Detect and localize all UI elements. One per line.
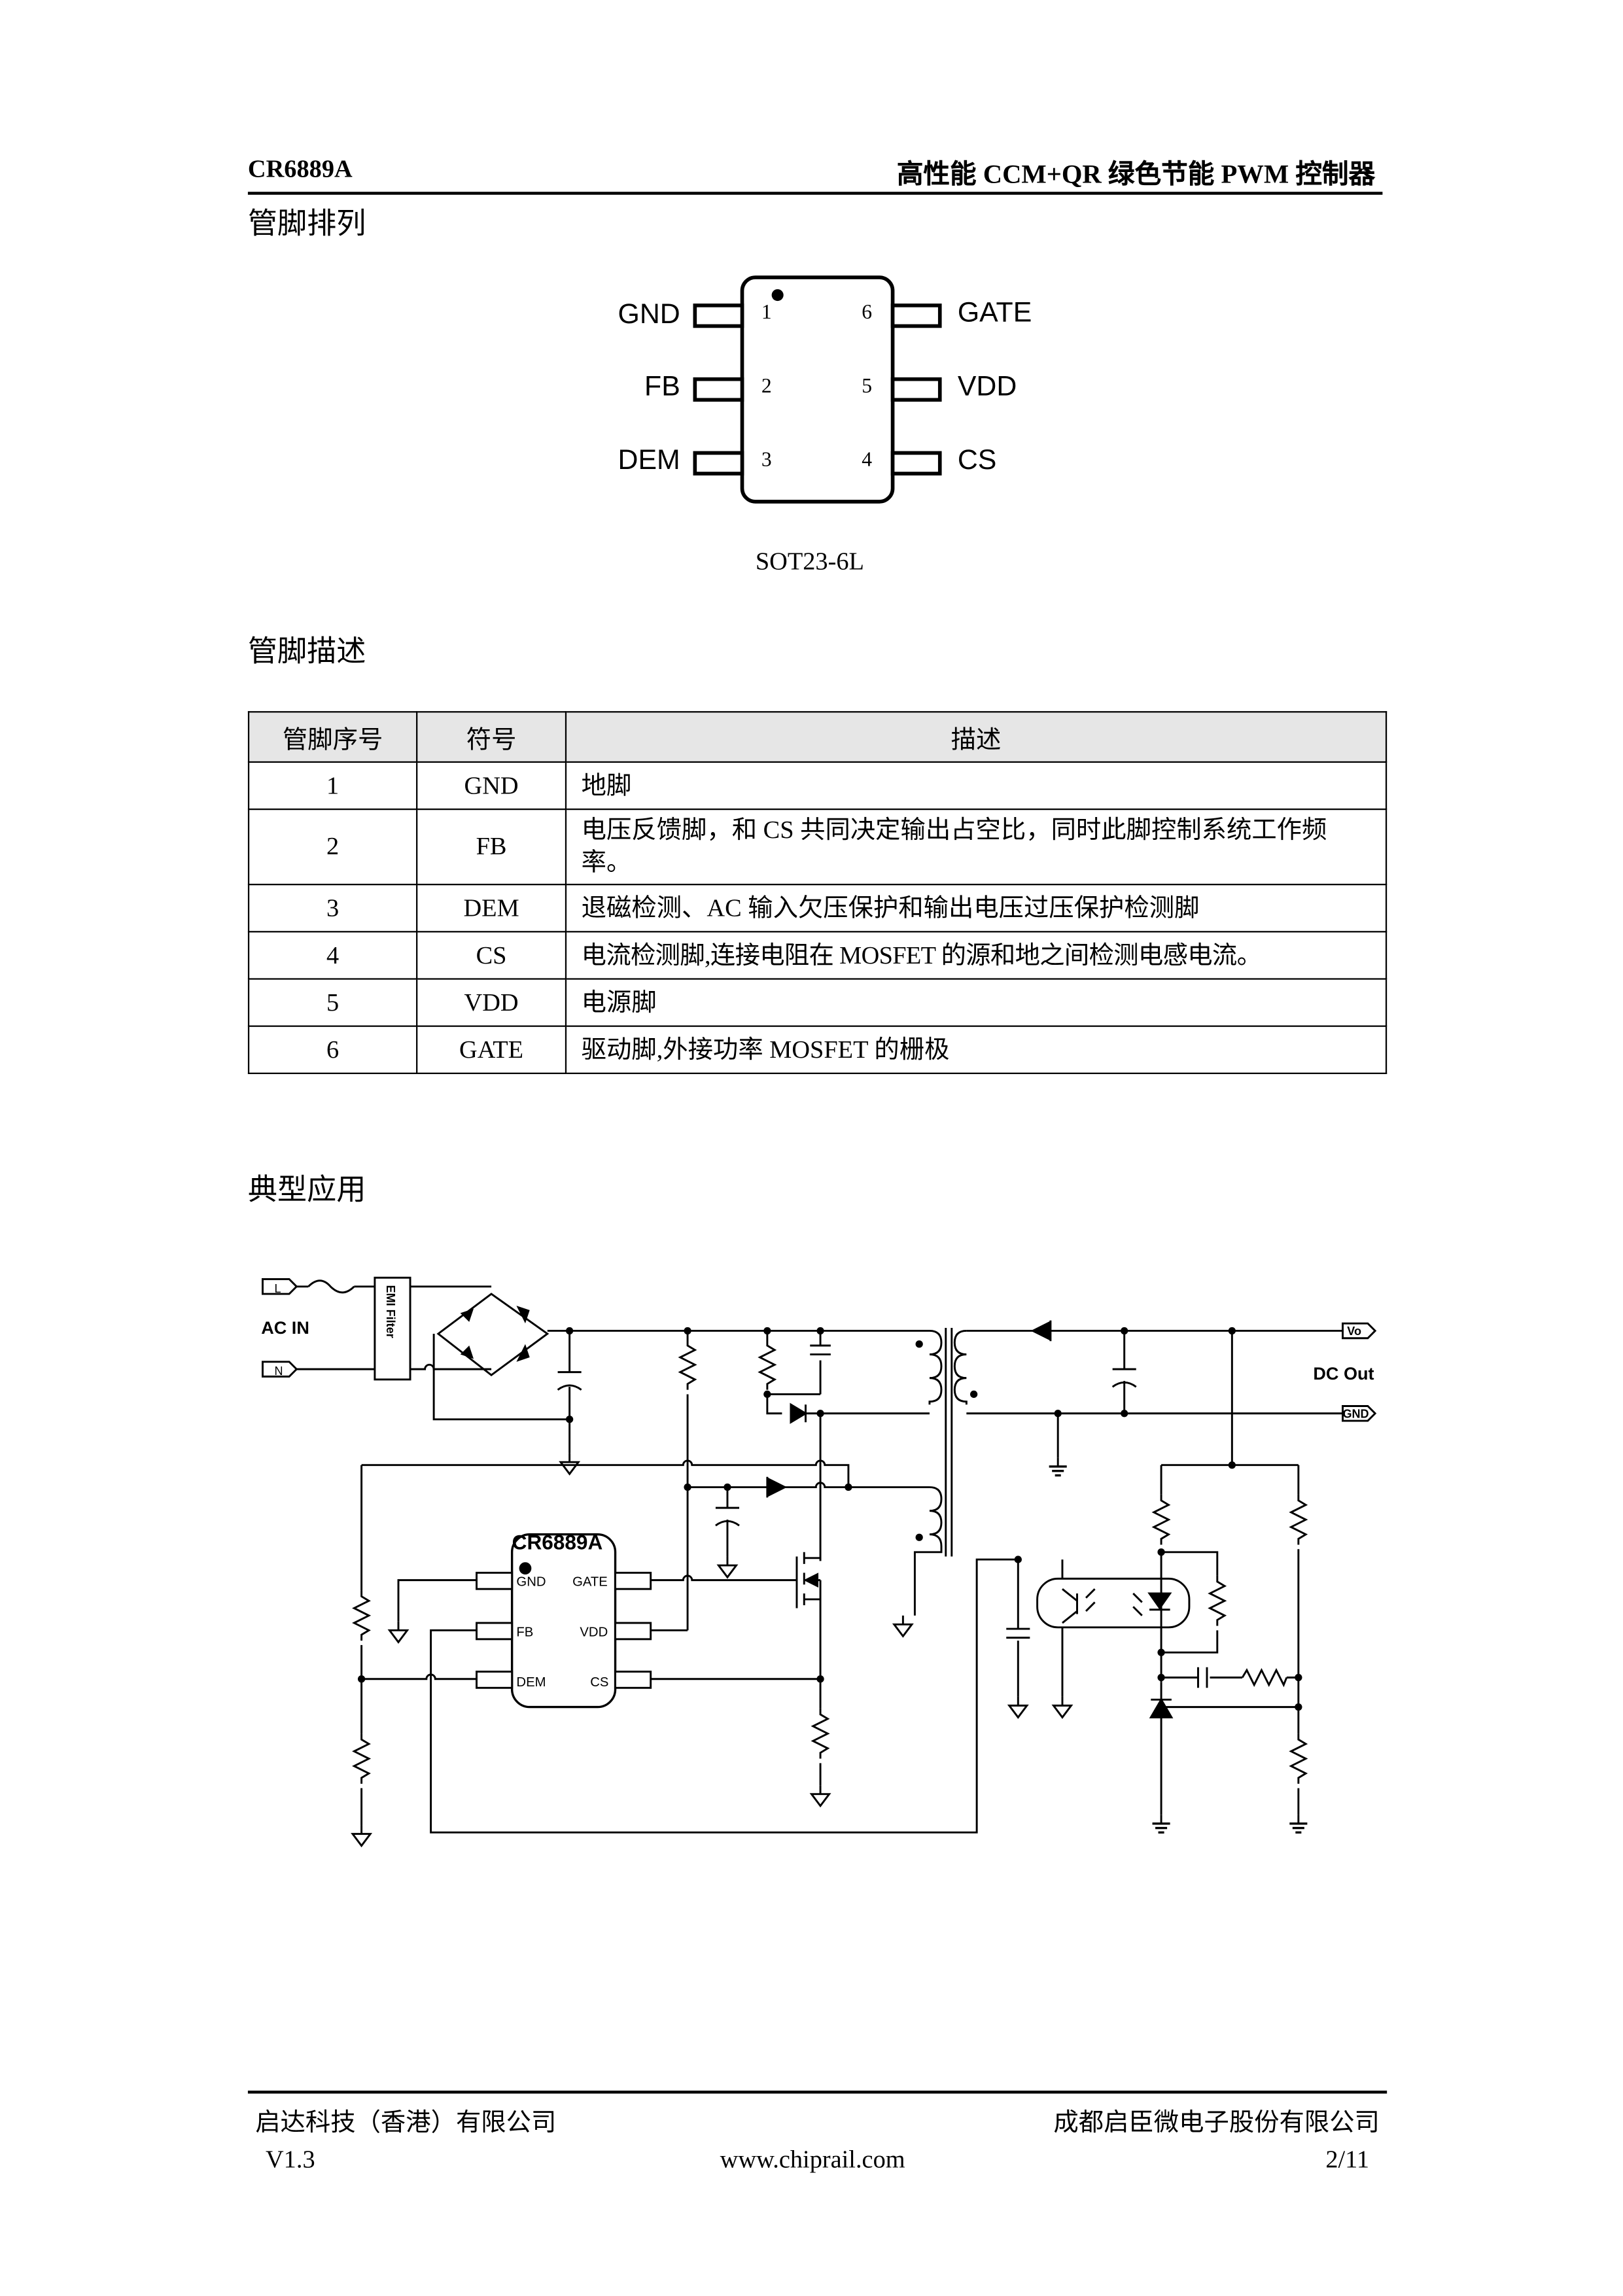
pin-label: GATE: [957, 298, 1032, 329]
application-heading: 典型应用: [247, 1174, 366, 1207]
footer-divider: [247, 2091, 1387, 2094]
pin-number: 1: [761, 302, 772, 325]
dc-terminals: [1342, 1322, 1377, 1422]
package-diagram: [693, 275, 942, 504]
cell-desc: 电压反馈脚，和 CS 共同决定输出占空比，同时此脚控制系统工作频率。: [565, 809, 1387, 886]
gnd-out-label: GND: [1343, 1408, 1369, 1421]
header-title: 高性能 CCM+QR 绿色节能 PWM 控制器: [896, 159, 1376, 189]
pin-2: [693, 377, 744, 402]
cell-desc: 电源脚: [565, 978, 1387, 1027]
package-name: SOT23-6L: [755, 547, 864, 576]
optocoupler: [1036, 1577, 1191, 1629]
pin-label: CS: [957, 445, 997, 477]
emi-filter-label: EMI Filter: [384, 1285, 397, 1338]
pin-label: DEM: [618, 445, 680, 477]
cell-num: 3: [247, 884, 418, 933]
header-part-number: CR6889A: [247, 154, 353, 183]
pin-number: 2: [761, 376, 772, 398]
pin-6: [890, 304, 942, 328]
cell-sym: CS: [416, 931, 567, 980]
primary-winding: [928, 1329, 943, 1405]
cell-num: 1: [247, 761, 418, 810]
cell-sym: GATE: [416, 1025, 567, 1075]
ic-body: [510, 1533, 617, 1709]
cell-num: 5: [247, 978, 418, 1027]
cell-num: 6: [247, 1025, 418, 1075]
typical-application-schematic: L N AC IN EMI Filter DC Out Vo GND CR688…: [261, 1276, 1377, 1847]
ac-terminals: [262, 1278, 298, 1378]
cell-desc: 驱动脚,外接功率 MOSFET 的栅极: [565, 1025, 1387, 1075]
pin-number: 5: [862, 376, 873, 398]
cell-sym: VDD: [416, 978, 567, 1027]
ic-pin-label: FB: [516, 1625, 533, 1639]
cell-num: 2: [247, 809, 418, 886]
output-diode: [1030, 1320, 1052, 1342]
transformer-core: [945, 1327, 953, 1557]
col-symbol: 符号: [416, 711, 567, 763]
footer-version: V1.3: [265, 2145, 315, 2174]
pin-desc-heading: 管脚描述: [247, 636, 366, 669]
snubber-diode: [790, 1402, 808, 1424]
cell-desc: 地脚: [565, 761, 1387, 810]
ic-pin-label: GND: [516, 1575, 546, 1590]
n-terminal-label: N: [275, 1365, 283, 1378]
footer-company-right: 成都启臣微电子股份有限公司: [1053, 2108, 1380, 2136]
pin-3: [693, 451, 744, 476]
cell-sym: DEM: [416, 884, 567, 933]
ac-in-label: AC IN: [261, 1318, 309, 1338]
aux-winding: [913, 1486, 943, 1616]
cell-sym: GND: [416, 761, 567, 810]
ic-pin-label: VDD: [580, 1625, 608, 1639]
power-mosfet: [795, 1552, 822, 1786]
pin-label: VDD: [957, 372, 1017, 403]
pin-4: [890, 451, 942, 476]
pin1-marker: [771, 289, 784, 302]
pinout-heading: 管脚排列: [247, 208, 366, 241]
cell-desc: 退磁检测、AC 输入欠压保护和输出电压过压保护检测脚: [565, 884, 1387, 933]
ic-pin-label: DEM: [516, 1675, 546, 1690]
cell-num: 4: [247, 931, 418, 980]
col-description: 描述: [565, 711, 1387, 763]
table-header: 管脚序号 符号 描述: [247, 711, 1387, 763]
pin-5: [890, 377, 942, 402]
secondary-winding: [953, 1329, 968, 1405]
footer-website[interactable]: www.chiprail.com: [720, 2145, 905, 2174]
cell-sym: FB: [416, 809, 567, 886]
pin-label: GND: [618, 299, 680, 331]
col-pin-number: 管脚序号: [247, 711, 418, 763]
fuse-icon: [307, 1279, 355, 1294]
ic-label: CR6889A: [512, 1530, 603, 1554]
pin-number: 4: [862, 449, 873, 472]
vo-label: Vo: [1347, 1325, 1361, 1338]
pin-number: 3: [761, 449, 772, 472]
ic-pin-label: GATE: [572, 1575, 608, 1590]
footer-company-left: 启达科技（香港）有限公司: [255, 2108, 557, 2136]
cell-desc: 电流检测脚,连接电阻在 MOSFET 的源和地之间检测电感电流。: [565, 931, 1387, 980]
pin-1: [693, 304, 744, 328]
bridge-diodes: [460, 1306, 530, 1362]
pin-number: 6: [862, 302, 873, 325]
footer-page-number: 2/11: [1325, 2145, 1370, 2174]
emi-filter: [374, 1276, 411, 1381]
l-terminal-label: L: [275, 1282, 281, 1295]
dc-out-label: DC Out: [1313, 1364, 1374, 1383]
pin-label: FB: [644, 372, 680, 403]
ic-pin-label: CS: [590, 1675, 608, 1690]
aux-diode: [766, 1476, 788, 1498]
header-divider: [247, 192, 1383, 195]
tl431: [1149, 1682, 1299, 1815]
